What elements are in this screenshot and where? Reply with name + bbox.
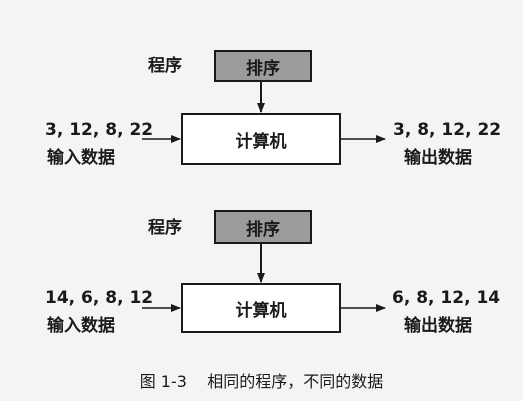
sort-program-box: 排序 — [214, 210, 312, 244]
program-label: 程序 — [148, 218, 182, 238]
output-data-label: 输出数据 — [404, 148, 472, 168]
output-data-label: 输出数据 — [404, 316, 472, 336]
computer-box: 计算机 — [181, 113, 341, 165]
sort-program-box: 排序 — [214, 50, 312, 82]
input-values: 14, 6, 8, 12 — [45, 288, 154, 308]
program-label: 程序 — [148, 56, 182, 76]
input-data-label: 输入数据 — [47, 148, 115, 168]
computer-box: 计算机 — [181, 283, 341, 333]
figure-caption: 图 1-3 相同的程序，不同的数据 — [139, 372, 384, 391]
output-values: 6, 8, 12, 14 — [392, 288, 501, 308]
output-values: 3, 8, 12, 22 — [393, 120, 502, 140]
input-values: 3, 12, 8, 22 — [45, 120, 154, 140]
input-data-label: 输入数据 — [47, 316, 115, 336]
